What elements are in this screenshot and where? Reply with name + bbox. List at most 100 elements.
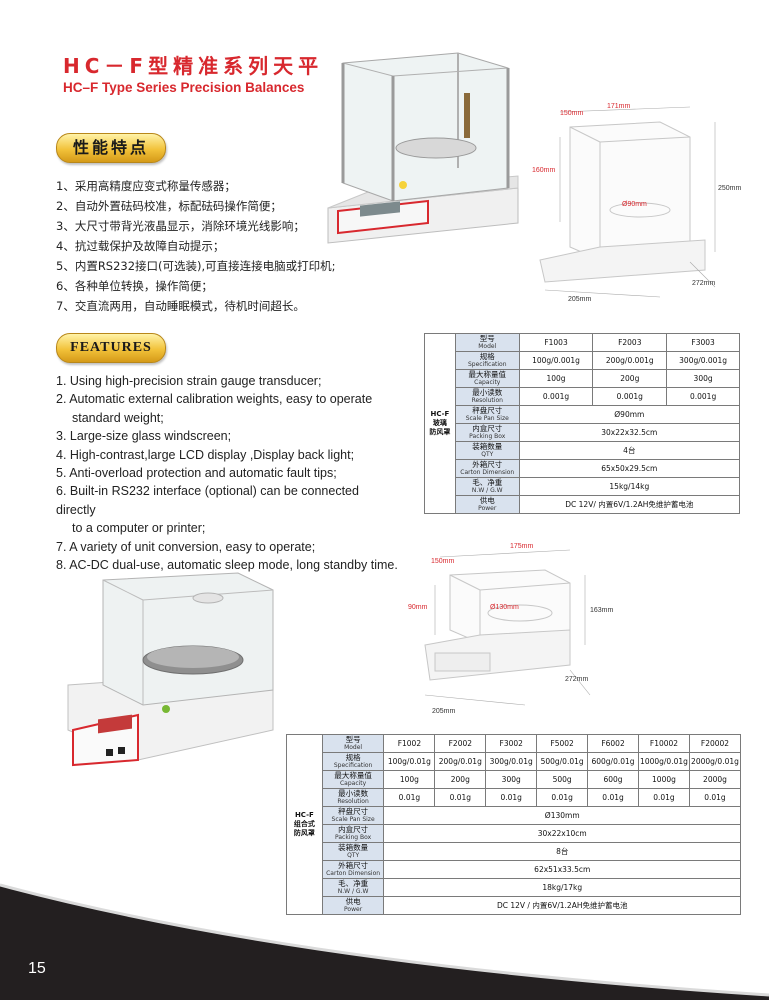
feature-en-item: 5. Anti-overload protection and automati… [56,466,337,481]
feature-en-item-cont: to a computer or printer; [72,521,206,536]
table-cell: 0.001g [592,387,668,406]
feature-en-item: 4. High-contrast,large LCD display ,Disp… [56,447,355,462]
row-label-en: N.W / G.W [337,887,369,895]
dim-depth-top: 150mm [560,110,584,117]
dim-height: 163mm [590,607,614,614]
feature-cn-item: 6、各种单位转换，操作简便； [56,279,213,293]
dimension-diagram-combo [424,549,591,706]
table-cell-merged: 65x50x29.5cm [518,459,741,478]
page-title-cn: HC－F型精准系列天平 [63,54,324,78]
footer-band [0,883,769,1000]
row-label-cn: 最小读数 [338,788,369,798]
row-label-en: Specification [333,761,373,769]
feature-en-item: 7. A variety of unit conversion, easy to… [56,539,316,554]
table-cell: 500g/0.01g [536,752,589,771]
table-cell: 0.01g [383,788,436,807]
feature-en-item: 2. Automatic external calibration weight… [56,392,373,407]
table-cell: 2000g [688,770,742,789]
dim-depth-top: 150mm [431,558,455,565]
table-cell: 100g/0.01g [383,752,436,771]
feature-cn-item: 4、抗过载保护及故障自动提示； [56,239,225,253]
table-cell: 100g/0.001g [518,351,594,370]
table-cell: 500g [536,770,589,789]
table-cell: F5002 [536,734,589,753]
row-label-en: Capacity [474,378,501,386]
row-label-en: N.W / G.W [471,486,503,494]
row-label-en: QTY [347,851,360,859]
table-cell: F3003 [666,333,740,352]
feature-cn-item: 7、交直流两用，自动睡眠模式，待机时间超长。 [56,299,305,313]
table-cell-merged: 8台 [383,842,741,861]
table-cell: 300g/0.01g [485,752,538,771]
table-cell: 300g [485,770,538,789]
row-label-en: Power [344,905,363,913]
table-cell: 100g [518,369,594,388]
table-cell: 200g/0.01g [434,752,487,771]
dimension-diagram-glass [539,106,716,298]
dim-width: 171mm [607,103,631,110]
table-cell-merged: Ø90mm [518,405,741,424]
table-cell: 100g [383,770,436,789]
table-cell: 0.01g [434,788,487,807]
table-cell: 0.01g [536,788,589,807]
table-cell: F3002 [485,734,538,753]
row-label-cn: 型号 [479,333,495,343]
table-cell: 300g [666,369,740,388]
features-en-list: 1. Using high-precision strain gauge tra… [56,372,401,574]
row-label-en: Scale Pan Size [465,414,509,422]
row-label-cn: 型号 [345,734,361,744]
table-cell: 600g [587,770,639,789]
table-cell-merged: 30x22x10cm [383,824,741,843]
table-cell: 2000g/0.01g [688,752,742,771]
row-label-cn: 装箱数量 [338,842,369,852]
table-cell: 600g/0.01g [587,752,639,771]
table-cell: 1000g/0.01g [637,752,690,771]
table-sidebar-line: 玻璃 [432,419,447,427]
dim-inner-height: 160mm [532,167,556,174]
table-cell: 0.01g [637,788,690,807]
feature-en-item: 1. Using high-precision strain gauge tra… [56,374,322,388]
row-label-cn: 秤盘尺寸 [338,806,369,816]
row-label-cn: 供电 [479,495,495,505]
dim-depth: 272mm [692,280,716,287]
features-cn-list: 1、采用高精度应变式称量传感器； 2、自动外置砝码校准，标配砝码操作简便； 3、… [56,176,336,316]
table-sidebar-line: 防风罩 [293,829,315,837]
row-label-cn: 外箱尺寸 [472,459,503,469]
feature-cn-item: 3、大尺寸带背光液晶显示，消除环境光线影响； [56,219,305,233]
feature-en-item: 6. Built-in RS232 interface (optional) c… [56,484,359,517]
row-label-cn: 毛、净重 [472,477,503,487]
product-image-combo-balance [67,572,274,767]
table-cell: F2003 [592,333,668,352]
row-label-en: Specification [467,360,507,368]
table-cell: F20002 [688,734,742,753]
table-cell: 0.001g [666,387,740,406]
row-label-cn: 规格 [345,752,361,762]
feature-en-item: 3. Large-size glass windscreen; [56,429,232,444]
table-sidebar-line: 防风罩 [429,428,451,436]
page-number: 15 [28,960,46,977]
row-label-en: Capacity [339,779,367,787]
